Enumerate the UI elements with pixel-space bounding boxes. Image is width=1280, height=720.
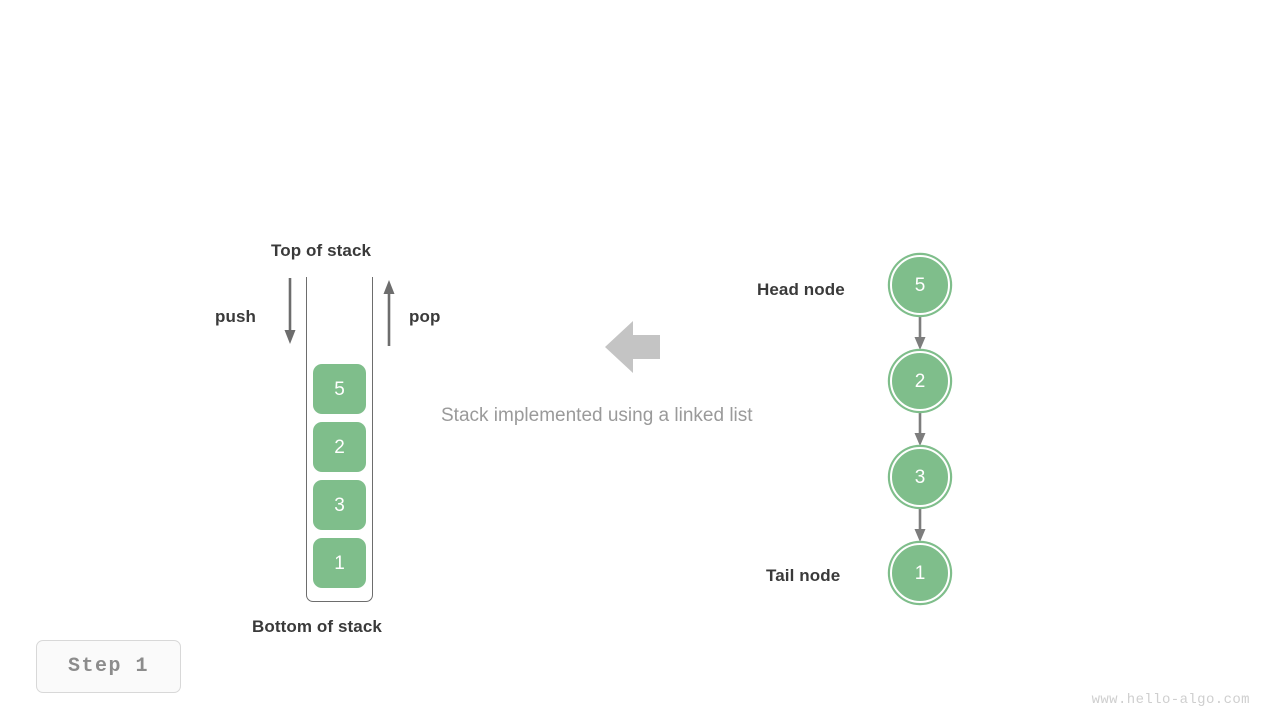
head-node-label: Head node	[757, 280, 845, 299]
pop-label: pop	[409, 307, 441, 326]
push-label: push	[215, 307, 257, 326]
stack-item[interactable]: 1	[313, 538, 366, 588]
linked-list-link-arrow-icon	[914, 411, 926, 446]
diagram-caption: Stack implemented using a linked list	[441, 405, 753, 426]
linked-list-node[interactable]: 3	[890, 447, 950, 507]
linked-list-node[interactable]: 1	[890, 543, 950, 603]
push-arrow-icon	[279, 278, 301, 351]
pop-arrow-icon	[378, 278, 400, 351]
linked-list-link-arrow-icon	[914, 507, 926, 542]
linked-list-node[interactable]: 5	[890, 255, 950, 315]
bottom-of-stack-label: Bottom of stack	[252, 617, 382, 636]
step-badge[interactable]: Step 1	[36, 640, 181, 693]
linked-list-chain: 5 2 3 1	[886, 255, 954, 603]
transform-arrow-left-icon	[602, 318, 662, 381]
stack-item[interactable]: 5	[313, 364, 366, 414]
linked-list-link-arrow-icon	[914, 315, 926, 350]
stack-item-list: 5 2 3 1	[313, 364, 366, 588]
stack-item[interactable]: 2	[313, 422, 366, 472]
stack-item[interactable]: 3	[313, 480, 366, 530]
tail-node-label: Tail node	[766, 566, 841, 585]
linked-list-node[interactable]: 2	[890, 351, 950, 411]
top-of-stack-label: Top of stack	[271, 241, 372, 260]
watermark: www.hello-algo.com	[1091, 692, 1250, 708]
